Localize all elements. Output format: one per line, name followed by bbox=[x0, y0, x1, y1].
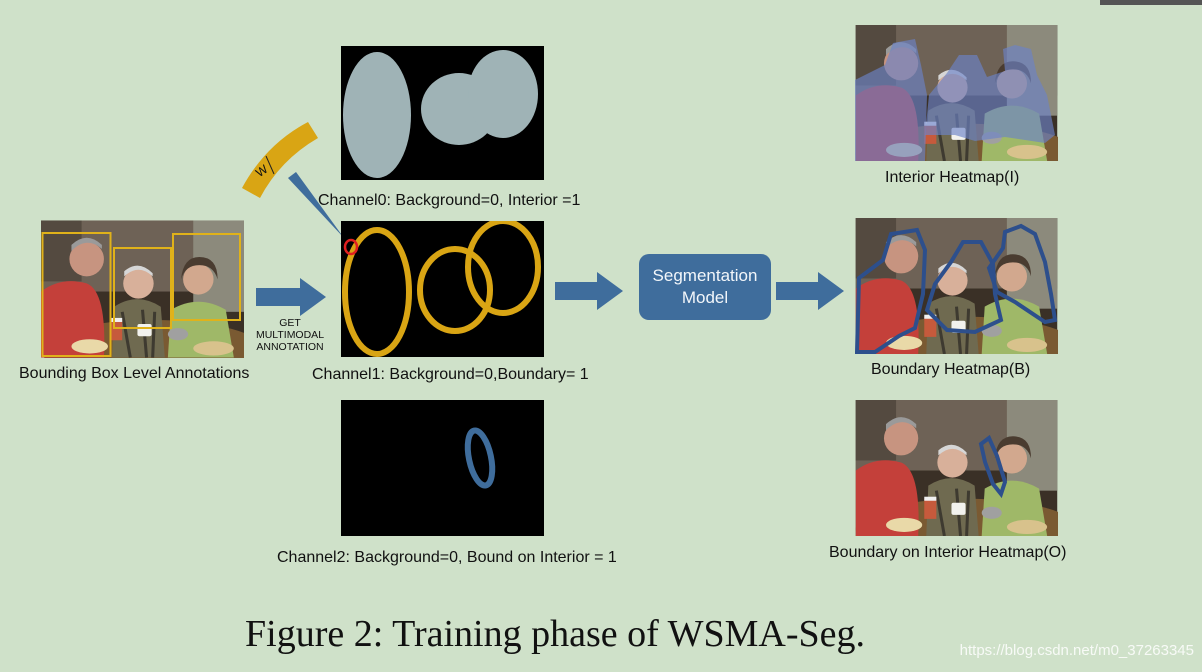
boundary-ellipse-left bbox=[342, 227, 412, 357]
arrow-to-segmentation bbox=[555, 272, 623, 310]
arrow-to-heatmaps bbox=[776, 272, 844, 310]
interior-ellipse-right bbox=[468, 50, 538, 138]
get-multimodal-annotation-label: GET MULTIMODAL ANNOTATION bbox=[250, 317, 330, 353]
boundary-ellipse-middle bbox=[417, 246, 493, 334]
channel1-label: Channel1: Background=0,Boundary= 1 bbox=[312, 366, 589, 383]
channel2-panel bbox=[341, 400, 544, 536]
channel1-panel bbox=[341, 218, 544, 357]
watermark: https://blog.csdn.net/m0_37263345 bbox=[959, 642, 1194, 659]
channel2-label: Channel2: Background=0, Bound on Interio… bbox=[277, 549, 617, 566]
figure-caption: Figure 2: Training phase of WSMA-Seg. bbox=[245, 613, 865, 655]
get-annotation-line2: MULTIMODAL bbox=[255, 329, 325, 341]
interior-heatmap-image bbox=[855, 25, 1058, 161]
get-annotation-line3: ANNOTATION bbox=[256, 341, 324, 353]
bounding-box-left-person bbox=[41, 232, 112, 357]
channel0-label: Channel0: Background=0, Interior =1 bbox=[318, 192, 581, 209]
boundary-on-interior-heatmap-label: Boundary on Interior Heatmap(O) bbox=[829, 544, 1067, 561]
boundary-ellipse-right bbox=[465, 218, 541, 316]
window-corner-bar bbox=[1100, 0, 1202, 5]
input-photo bbox=[41, 220, 244, 358]
segmentation-line2: Model bbox=[681, 288, 729, 307]
interior-heatmap-label: Interior Heatmap(I) bbox=[885, 169, 1020, 186]
channel0-panel bbox=[341, 46, 544, 180]
segmentation-model-box: Segmentation Model bbox=[639, 254, 771, 320]
bounding-box-middle-person bbox=[113, 247, 172, 329]
boundary-heatmap-image bbox=[855, 218, 1058, 354]
interior-ellipse-left bbox=[343, 52, 411, 178]
segmentation-line1: Segmentation bbox=[652, 266, 758, 285]
width-highlight-marker bbox=[343, 238, 359, 256]
boundary-on-interior-heatmap-image bbox=[855, 400, 1058, 536]
boundary-width-callout bbox=[242, 122, 343, 236]
bound-on-interior-ellipse bbox=[464, 427, 496, 489]
arrow-to-annotation bbox=[256, 278, 326, 316]
input-label: Bounding Box Level Annotations bbox=[19, 365, 250, 382]
bounding-box-right-person bbox=[172, 233, 241, 321]
get-annotation-line1: GET bbox=[279, 317, 301, 329]
boundary-heatmap-label: Boundary Heatmap(B) bbox=[871, 361, 1031, 378]
